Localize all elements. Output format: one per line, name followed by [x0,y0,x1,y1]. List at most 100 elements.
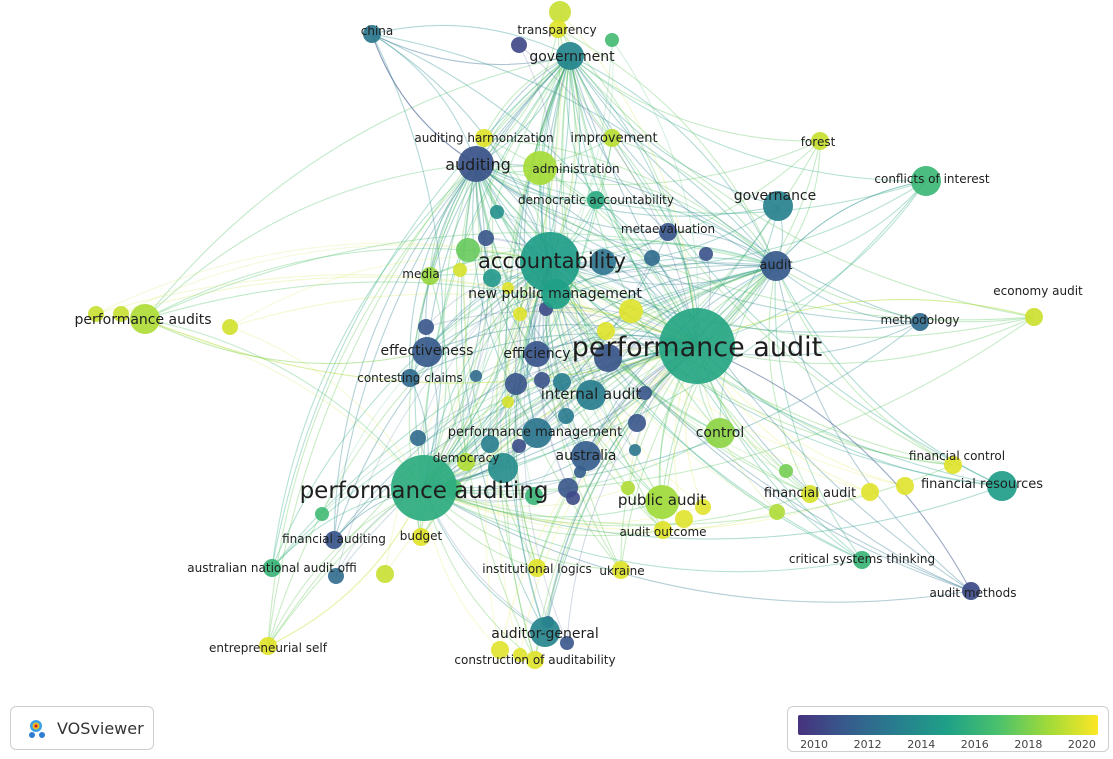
label-transparency[interactable]: transparency [517,23,596,37]
keyword-bubble[interactable] [376,565,394,583]
node-efficiency[interactable] [524,341,550,367]
keyword-bubble[interactable] [410,430,426,446]
keyword-bubble[interactable] [549,1,571,23]
node-financial-control[interactable] [944,456,962,474]
label-australian-national-audit-offi[interactable]: australian national audit offi [187,561,356,575]
node-australian-national-audit-offi[interactable] [263,559,281,577]
label-financial-resources[interactable]: financial resources [921,477,1043,492]
label-democracy[interactable]: democracy [433,451,500,465]
node-budget[interactable] [412,528,430,546]
label-metaevaluation[interactable]: metaevaluation [621,222,715,236]
node-democracy[interactable] [457,453,475,471]
keyword-bubble[interactable] [644,250,660,266]
node-democratic-accountability[interactable] [587,191,605,209]
keyword-bubble[interactable] [769,504,785,520]
keyword-bubble[interactable] [483,269,501,287]
label-internal-audit[interactable]: internal audit [541,385,642,403]
node-internal-audit[interactable] [576,380,606,410]
label-accountability[interactable]: accountability [478,249,626,273]
label-control[interactable]: control [696,425,745,441]
node-financial-audit[interactable] [801,485,819,503]
keyword-bubble[interactable] [621,481,635,495]
label-administration[interactable]: administration [532,162,619,176]
node-auditor-general[interactable] [530,617,560,647]
node-methodology[interactable] [911,313,929,331]
keyword-bubble[interactable] [566,491,580,505]
node-financial-resources[interactable] [987,471,1017,501]
label-auditor-general[interactable]: auditor-general [491,626,598,642]
label-audit-outcome[interactable]: audit outcome [619,525,706,539]
keyword-bubble[interactable] [629,444,641,456]
keyword-bubble[interactable] [861,483,879,501]
label-improvement[interactable]: improvement [570,131,657,146]
keyword-bubble[interactable] [699,247,713,261]
node-administration[interactable] [523,151,557,185]
keyword-bubble[interactable] [638,386,652,400]
node-effectiveness[interactable] [412,337,442,367]
label-ukraine[interactable]: ukraine [599,564,644,578]
node-conflicts-of-interest[interactable] [911,166,941,196]
keyword-bubble[interactable] [597,322,615,340]
label-forest[interactable]: forest [801,135,836,149]
keyword-bubble[interactable] [560,636,574,650]
keyword-bubble[interactable] [478,230,494,246]
node-governance[interactable] [763,191,793,221]
node-economy-audit[interactable] [1025,308,1043,326]
node-entrepreneurial-self[interactable] [259,637,277,655]
node-ukraine[interactable] [612,561,630,579]
node-forest[interactable] [811,132,829,150]
keyword-bubble[interactable] [558,408,574,424]
node-audit-outcome[interactable] [654,521,672,539]
keyword-bubble[interactable] [328,568,344,584]
node-performance-audit[interactable] [659,308,735,384]
node-institutional-logics[interactable] [528,559,546,577]
node-new-public-management[interactable] [541,279,571,309]
label-financial-audit[interactable]: financial audit [764,486,856,501]
node-financial-auditing[interactable] [325,531,343,549]
node-performance-management[interactable] [522,418,552,448]
node-audit[interactable] [761,251,791,281]
label-performance-audit[interactable]: performance audit [572,332,822,363]
keyword-bubble[interactable] [502,282,514,294]
label-audit-methods[interactable]: audit methods [929,586,1016,600]
keyword-bubble[interactable] [619,299,643,323]
keyword-bubble[interactable] [695,499,711,515]
label-media[interactable]: media [402,267,439,281]
label-performance-auditing[interactable]: performance auditing [300,478,549,504]
keyword-bubble[interactable] [88,306,104,322]
keyword-bubble[interactable] [553,373,571,391]
keyword-bubble[interactable] [453,263,467,277]
label-performance-management[interactable]: performance management [448,425,622,440]
network-map[interactable]: performance audit performance auditing acc… [0,0,1113,700]
label-new-public-management[interactable]: new public management [468,286,642,302]
keyword-bubble[interactable] [628,414,646,432]
label-entrepreneurial-self[interactable]: entrepreneurial self [209,641,328,655]
node-improvement[interactable] [603,129,621,147]
keyword-bubble[interactable] [525,487,543,505]
node-construction-of-auditability[interactable] [526,651,544,669]
label-effectiveness[interactable]: effectiveness [381,343,474,359]
label-budget[interactable]: budget [400,529,443,543]
vosviewer-badge[interactable]: VOSviewer [10,706,154,750]
node-auditing-harmonization[interactable] [475,129,493,147]
keyword-bubble[interactable] [896,477,914,495]
label-democratic-accountability[interactable]: democratic accountability [518,193,674,207]
node-metaevaluation[interactable] [659,223,677,241]
label-financial-auditing[interactable]: financial auditing [282,532,386,546]
keyword-bubble[interactable] [511,37,527,53]
keyword-bubble[interactable] [470,370,482,382]
node-government[interactable] [556,42,584,70]
label-institutional-logics[interactable]: institutional logics [482,562,592,576]
label-economy-audit[interactable]: economy audit [993,284,1083,298]
keyword-bubble[interactable] [594,344,622,372]
keyword-bubble[interactable] [418,319,434,335]
label-auditing-harmonization[interactable]: auditing harmonization [414,131,553,145]
label-conflicts-of-interest[interactable]: conflicts of interest [874,172,990,186]
label-construction-of-auditability[interactable]: construction of auditability [454,653,615,667]
node-public-audit[interactable] [645,485,679,519]
keyword-bubble[interactable] [491,641,509,659]
keyword-bubble[interactable] [512,439,526,453]
keyword-bubble[interactable] [222,319,238,335]
label-australia[interactable]: australia [556,448,617,464]
node-critical-systems-thinking[interactable] [853,551,871,569]
